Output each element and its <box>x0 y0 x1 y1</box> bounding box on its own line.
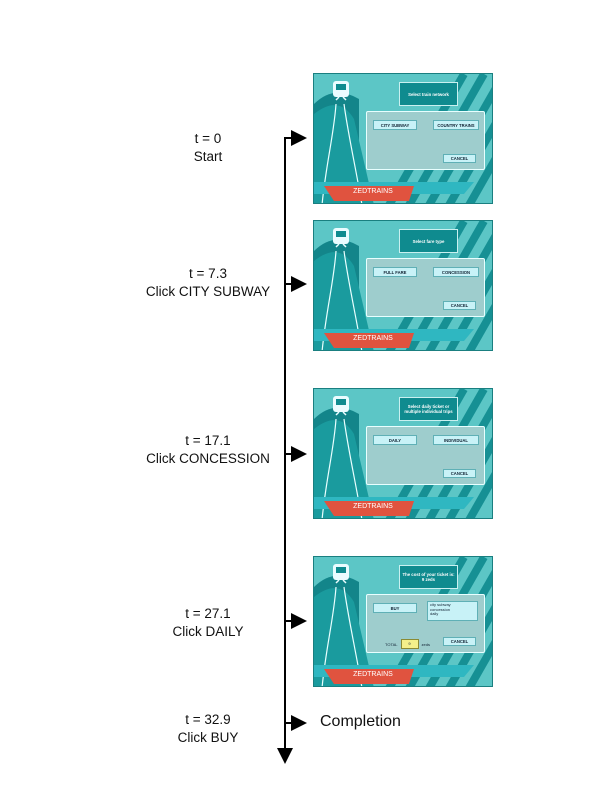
cancel-button[interactable]: CANCEL <box>443 469 476 478</box>
option-panel: BUY city subway concession daily TOTAL 9… <box>366 594 485 653</box>
step-time: t = 7.3 <box>189 266 227 281</box>
city-subway-button[interactable]: CITY SUBWAY <box>373 120 417 130</box>
step-label-3: t = 17.1 Click CONCESSION <box>118 432 298 468</box>
option-panel: CITY SUBWAY COUNTRY TRAINS CANCEL <box>366 111 485 170</box>
brand-label: ZEDTRAINS <box>353 335 393 342</box>
step-action: Click CONCESSION <box>146 451 270 466</box>
step-time: t = 0 <box>194 131 222 146</box>
total-row: TOTAL 9 zeds <box>385 639 430 649</box>
total-label: TOTAL <box>385 641 398 647</box>
ticket-summary: city subway concession daily <box>427 601 478 621</box>
step-label-4: t = 27.1 Click DAILY <box>118 605 298 641</box>
summary-line: daily <box>430 611 439 617</box>
step-time: t = 32.9 <box>185 712 231 727</box>
full-fare-button[interactable]: FULL FARE <box>373 267 417 277</box>
summary-line: city subway <box>430 602 451 607</box>
cancel-button[interactable]: CANCEL <box>443 301 476 310</box>
completion-label: Completion <box>320 713 401 730</box>
brand-label: ZEDTRAINS <box>353 188 393 195</box>
brand-label: ZEDTRAINS <box>353 671 393 678</box>
screen-title: Select train network <box>399 82 458 106</box>
brand-label: ZEDTRAINS <box>353 503 393 510</box>
step-action: Click CITY SUBWAY <box>145 284 271 299</box>
option-panel: FULL FARE CONCESSION CANCEL <box>366 258 485 317</box>
kiosk-screen-2: Select fare type FULL FARE CONCESSION CA… <box>313 220 493 351</box>
buy-button[interactable]: BUY <box>373 603 417 613</box>
cancel-button[interactable]: CANCEL <box>443 637 476 646</box>
country-trains-button[interactable]: COUNTRY TRAINS <box>433 120 479 130</box>
screen-title: Select fare type <box>399 229 458 253</box>
step-action: Click BUY <box>177 730 239 745</box>
train-icon <box>333 228 349 248</box>
step-label-1: t = 0 Start <box>118 130 298 166</box>
cancel-button[interactable]: CANCEL <box>443 154 476 163</box>
option-panel: DAILY INDIVIDUAL CANCEL <box>366 426 485 485</box>
concession-button[interactable]: CONCESSION <box>433 267 479 277</box>
step-time: t = 27.1 <box>185 606 231 621</box>
step-label-5: t = 32.9 Click BUY <box>118 711 298 747</box>
total-unit: zeds <box>421 641 430 647</box>
kiosk-screen-3: Select daily ticket or multiple individu… <box>313 388 493 519</box>
kiosk-screen-4: The cost of your ticket is: 9 zeds BUY c… <box>313 556 493 687</box>
screen-title: The cost of your ticket is: 9 zeds <box>399 565 458 589</box>
individual-button[interactable]: INDIVIDUAL <box>433 435 479 445</box>
train-icon <box>333 564 349 584</box>
train-icon <box>333 81 349 101</box>
step-label-2: t = 7.3 Click CITY SUBWAY <box>118 265 298 301</box>
screen-title: Select daily ticket or multiple individu… <box>399 397 458 421</box>
total-value: 9 <box>400 639 419 649</box>
step-time: t = 17.1 <box>185 433 231 448</box>
daily-button[interactable]: DAILY <box>373 435 417 445</box>
step-action: Start <box>193 149 223 164</box>
train-icon <box>333 396 349 416</box>
summary-line: concession <box>430 606 451 612</box>
kiosk-screen-1: Select train network CITY SUBWAY COUNTRY… <box>313 73 493 204</box>
step-action: Click DAILY <box>172 624 244 639</box>
